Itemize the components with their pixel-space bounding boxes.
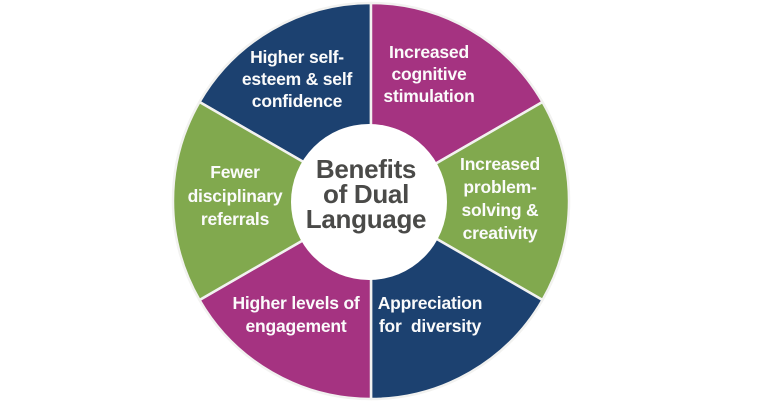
label-line: problem- bbox=[463, 177, 537, 197]
label-line: cognitive bbox=[391, 64, 466, 84]
label-fewer-disciplinary-referrals: Fewer disciplinary referrals bbox=[188, 162, 284, 229]
label-line: creativity bbox=[463, 223, 538, 243]
label-line: for diversity bbox=[379, 316, 482, 336]
label-line: Appreciation bbox=[378, 293, 483, 313]
center-title-line-3: Language bbox=[306, 204, 426, 234]
label-increased-problem-solving-creativity: Increased problem- solving & creativity bbox=[460, 154, 540, 243]
label-line: disciplinary bbox=[188, 186, 283, 206]
center-title: Benefits of Dual Language bbox=[306, 154, 427, 234]
label-line: Increased bbox=[389, 42, 469, 62]
label-line: engagement bbox=[245, 316, 346, 336]
label-increased-cognitive-stimulation: Increased cognitive stimulation bbox=[383, 42, 474, 106]
label-line: solving & bbox=[462, 200, 540, 220]
center-circle bbox=[291, 124, 447, 280]
label-line: esteem & self bbox=[242, 69, 353, 89]
label-line: confidence bbox=[252, 91, 343, 111]
label-appreciation-for-diversity: Appreciation for diversity bbox=[378, 293, 483, 336]
label-line: Higher levels of bbox=[232, 293, 359, 313]
center-title-line-2: of Dual bbox=[323, 179, 409, 209]
label-line: Higher self- bbox=[250, 47, 344, 67]
label-line: Increased bbox=[460, 154, 540, 174]
label-higher-self-esteem: Higher self- esteem & self confidence bbox=[242, 47, 353, 111]
label-line: referrals bbox=[201, 209, 270, 229]
label-line: stimulation bbox=[383, 86, 474, 106]
label-higher-levels-of-engagement: Higher levels of engagement bbox=[232, 293, 360, 336]
label-line: Fewer bbox=[210, 162, 260, 182]
center-title-line-1: Benefits bbox=[316, 154, 416, 184]
